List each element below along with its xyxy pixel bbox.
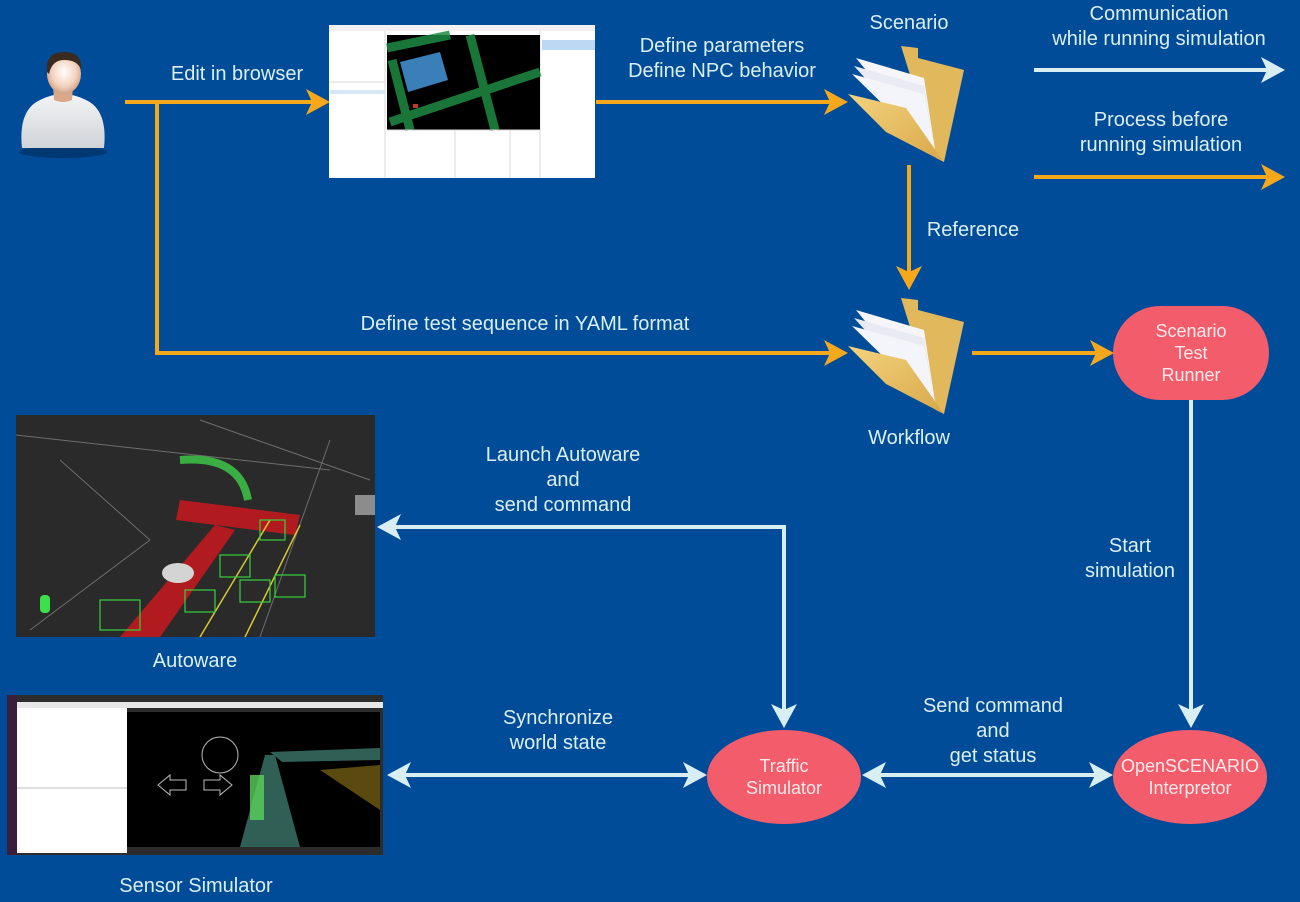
autoware-screenshot [15, 415, 375, 638]
workflow-label: Workflow [868, 427, 950, 449]
edge-traffic-to-autoware [390, 525, 786, 715]
edge-label-line: and [976, 720, 1010, 742]
edge-label-reference: Reference [926, 219, 1020, 241]
legend-line: while running simulation [1052, 28, 1266, 50]
arrowhead [377, 514, 401, 540]
light-arrows [390, 68, 1272, 777]
edge-label-line: Define parameters [639, 35, 805, 57]
arrowhead [896, 266, 922, 290]
scenario-folder-icon [848, 46, 964, 162]
edge-label-start-simulation: Start simulation [1085, 534, 1175, 584]
arrowhead [1089, 762, 1113, 788]
legend-line: Communication [1089, 3, 1229, 25]
user-avatar-icon [19, 52, 107, 158]
edge-label-line: and [546, 469, 580, 491]
arrowhead [306, 89, 330, 115]
arrowhead [387, 762, 411, 788]
sensor-simulator-screenshot [7, 695, 383, 855]
traffic-simulator-node[interactable]: Traffic Simulator [745, 756, 823, 798]
edge-label-launch-autoware: Launch Autoware and send command [486, 443, 641, 518]
legend-line: running simulation [1079, 134, 1243, 156]
scenario-test-runner-shape [1113, 306, 1269, 400]
orange-arrowheads [306, 89, 1285, 366]
arrowhead [1178, 704, 1204, 728]
traffic-simulator-shape [707, 730, 861, 824]
edge-label-synchronize: Synchronize world state [503, 706, 613, 756]
edge-label-line: Define NPC behavior [628, 60, 816, 82]
arrowhead [1261, 164, 1285, 190]
edge-label-line: simulation [1084, 560, 1176, 582]
light-arrowheads [377, 57, 1285, 788]
arrowhead [683, 762, 707, 788]
orange-arrows [125, 100, 1272, 355]
legend-line: Process before [1093, 109, 1229, 131]
workflow-folder-icon [848, 298, 964, 414]
edge-label-line: Launch Autoware [485, 444, 641, 466]
arrowhead [862, 762, 886, 788]
autoware-label: Autoware [152, 650, 238, 672]
openscenario-interpreter-node[interactable]: OpenSCENARIO Interpretor [1120, 756, 1260, 798]
edge-label-edit-in-browser: Edit in browser [170, 63, 304, 85]
edge-label-send-command: Send command and get status [923, 694, 1063, 769]
legend-process: Process before running simulation [1080, 108, 1242, 158]
edge-label-line: send command [494, 494, 632, 516]
edge-user-to-workflow [155, 102, 836, 355]
scenario-test-runner-node[interactable]: Scenario Test Runner [1155, 321, 1227, 385]
scenario-label: Scenario [869, 12, 949, 34]
sensor-simulator-label: Sensor Simulator [119, 875, 273, 897]
arrowhead [824, 340, 848, 366]
arrowhead [1090, 340, 1114, 366]
edge-label-define-test-sequence: Define test sequence in YAML format [360, 313, 690, 335]
arrowhead [1261, 57, 1285, 83]
edge-label-define-parameters: Define parameters Define NPC behavior [628, 34, 816, 84]
openscenario-interpreter-shape [1113, 730, 1267, 824]
arrowhead [824, 89, 848, 115]
edge-label-line: Send command [922, 695, 1064, 717]
legend-communication: Communication while running simulation [1052, 2, 1265, 52]
arrowhead [771, 704, 797, 728]
scenario-editor-screenshot [329, 25, 595, 178]
edge-label-line: get status [949, 745, 1037, 767]
edge-label-line: Synchronize [502, 707, 614, 729]
edge-label-line: world state [509, 732, 607, 754]
edge-label-line: Start [1108, 535, 1152, 557]
